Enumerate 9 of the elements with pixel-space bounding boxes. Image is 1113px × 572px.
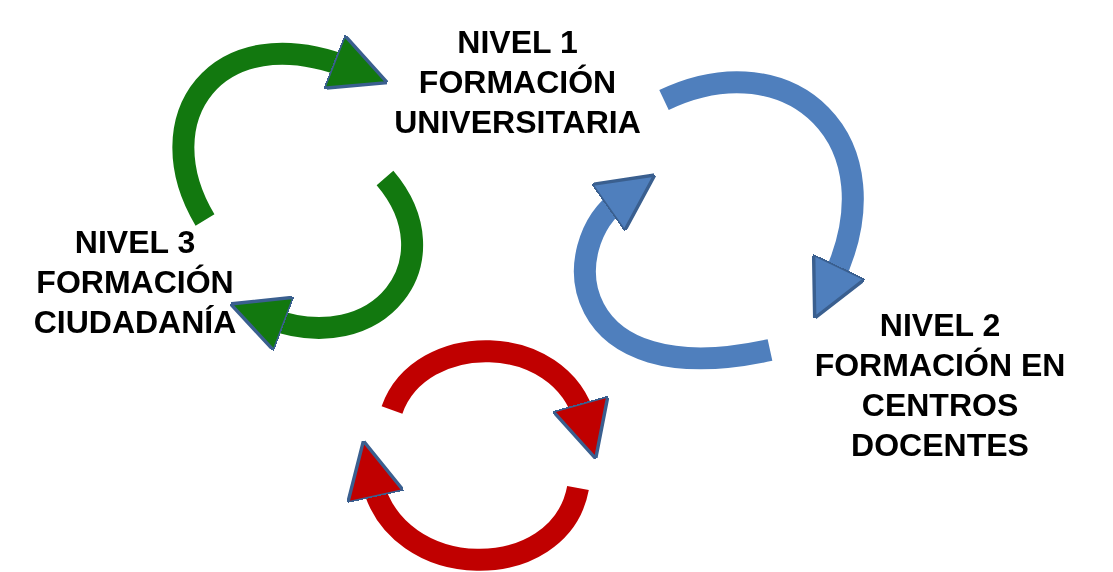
level-title: FORMACIÓN EN CENTROS DOCENTES — [813, 346, 1067, 465]
level-title: FORMACIÓN UNIVERSITARIA — [393, 63, 642, 142]
curved-arrow — [172, 33, 390, 225]
curved-arrow — [227, 171, 423, 352]
level-heading: NIVEL 3 — [73, 223, 197, 262]
curved-arrow — [660, 71, 867, 322]
level-heading: NIVEL 2 — [878, 306, 1002, 345]
level-heading: NIVEL 1 — [456, 23, 579, 62]
level-title: FORMACIÓN CIUDADANÍA — [32, 263, 238, 342]
